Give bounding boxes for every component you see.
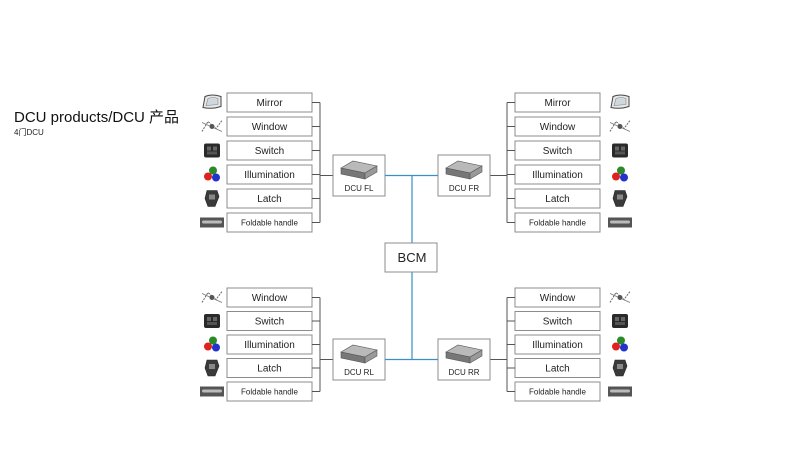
feature-label-rl-illumination: Illumination [244,340,295,351]
mirror-icon [610,94,630,109]
bcm-box [384,242,438,273]
feature-label-rl-latch: Latch [257,364,281,375]
dcu-label-fr: DCU FR [449,184,479,193]
illumination-icon [612,336,628,352]
feature-label-fl-mirror: Mirror [256,98,283,109]
dcu-module-icon [340,344,378,364]
feature-label-rr-switch: Switch [543,317,572,328]
feature-label-fr-switch: Switch [543,146,572,157]
foldable-handle-icon [200,217,224,228]
feature-label-fr-mirror: Mirror [544,98,571,109]
illumination-icon [612,166,628,182]
foldable-handle-icon [200,386,224,397]
window-regulator-icon [201,120,223,132]
latch-icon [612,190,628,207]
latch-icon [204,190,220,207]
feature-label-rr-illumination: Illumination [532,340,583,351]
feature-label-fr-foldable-handle: Foldable handle [529,219,586,228]
feature-label-rl-foldable-handle: Foldable handle [241,388,298,397]
latch-icon [612,359,628,377]
feature-label-rr-foldable-handle: Foldable handle [529,388,586,397]
latch-icon [204,359,220,377]
dcu-label-rr: DCU RR [448,368,479,377]
dcu-module-icon [445,344,483,364]
feature-label-rl-switch: Switch [255,317,284,328]
switch-icon [612,314,628,328]
illumination-icon [204,166,220,182]
switch-icon [204,314,220,328]
bcm-label: BCM [398,250,427,265]
dcu-module-icon [445,160,483,180]
foldable-handle-icon [608,217,632,228]
illumination-icon [204,336,220,352]
dcu-label-fl: DCU FL [345,184,374,193]
page-title: DCU products/DCU 产品 [14,109,180,126]
switch-icon [612,143,628,158]
feature-label-rl-window: Window [252,293,288,304]
feature-label-fl-window: Window [252,122,288,133]
feature-label-rr-latch: Latch [545,364,569,375]
feature-label-fl-switch: Switch [255,146,284,157]
dcu-module-icon [340,160,378,180]
feature-label-fl-latch: Latch [257,194,281,205]
window-regulator-icon [609,291,631,303]
feature-label-fr-window: Window [540,122,576,133]
feature-label-fl-illumination: Illumination [244,170,295,181]
feature-label-rr-window: Window [540,293,576,304]
feature-label-fl-foldable-handle: Foldable handle [241,219,298,228]
bcm-network: BCM [384,174,438,361]
window-regulator-icon [609,120,631,132]
foldable-handle-icon [608,386,632,397]
dcu-group-fr: MirrorWindowSwitchIlluminationLatchFolda… [437,92,632,233]
window-regulator-icon [201,291,223,303]
mirror-icon [202,94,222,109]
feature-label-fr-latch: Latch [545,194,569,205]
dcu-label-rl: DCU RL [344,368,374,377]
feature-label-fr-illumination: Illumination [532,170,583,181]
dcu-group-fl: MirrorWindowSwitchIlluminationLatchFolda… [200,92,386,233]
switch-icon [204,143,220,158]
page-subtitle: 4门DCU [14,128,44,137]
